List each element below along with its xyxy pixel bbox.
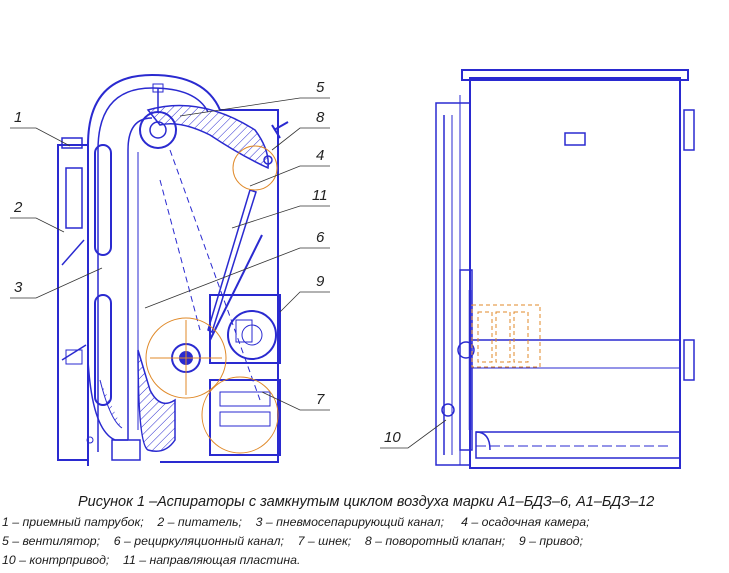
callout-11: 11: [312, 187, 328, 204]
callout-5: 5: [316, 79, 325, 96]
callout-labels: 1 2 3 5 8 4 11 6 9 7 10: [13, 79, 401, 446]
legend-item-2: 2 – питатель;: [157, 515, 242, 529]
legend-line: 5 – вентилятор; 6 – рециркуляционный кан…: [2, 534, 729, 548]
side-view: [57, 73, 289, 466]
legend-item-7: 7 – шнек;: [297, 534, 352, 548]
callout-8: 8: [316, 109, 325, 126]
callout-10: 10: [384, 429, 401, 446]
callout-9: 9: [316, 273, 325, 290]
callout-3: 3: [14, 279, 23, 296]
callout-6: 6: [316, 229, 325, 246]
leader-lines: [10, 97, 447, 449]
legend-item-5: 5 – вентилятор;: [2, 534, 101, 548]
legend-item-10: 10 – контрпривод;: [2, 553, 110, 567]
legend-item-6: 6 – рециркуляционный канал;: [113, 534, 284, 548]
legend-item-1: 1 – приемный патрубок;: [2, 515, 144, 529]
motion-arcs: [145, 145, 279, 454]
figure-title: Рисунок 1 –Аспираторы с замкнутым циклом…: [78, 494, 655, 510]
legend-item-3: 3 – пневмосепарирующий канал;: [255, 515, 445, 529]
legend-item-11: 11 – направляющая пластина.: [123, 553, 301, 567]
callout-1: 1: [14, 109, 22, 126]
aspirator-drawing: 1 2 3 5 8 4 11 6 9 7 10: [10, 69, 695, 469]
legend-line: 1 – приемный патрубок; 2 – питатель; 3 –…: [2, 515, 729, 529]
front-view-hidden: [471, 304, 541, 368]
legend-item-9: 9 – привод;: [518, 534, 584, 548]
legend-item-4: 4 – осадочная камера;: [461, 515, 590, 529]
callout-7: 7: [316, 391, 325, 408]
callout-4: 4: [316, 147, 324, 164]
front-view: [435, 69, 695, 469]
legend-line: 10 – контрпривод; 11 – направляющая плас…: [2, 553, 729, 567]
legend-item-8: 8 – поворотный клапан;: [364, 534, 506, 548]
callout-2: 2: [13, 199, 23, 216]
